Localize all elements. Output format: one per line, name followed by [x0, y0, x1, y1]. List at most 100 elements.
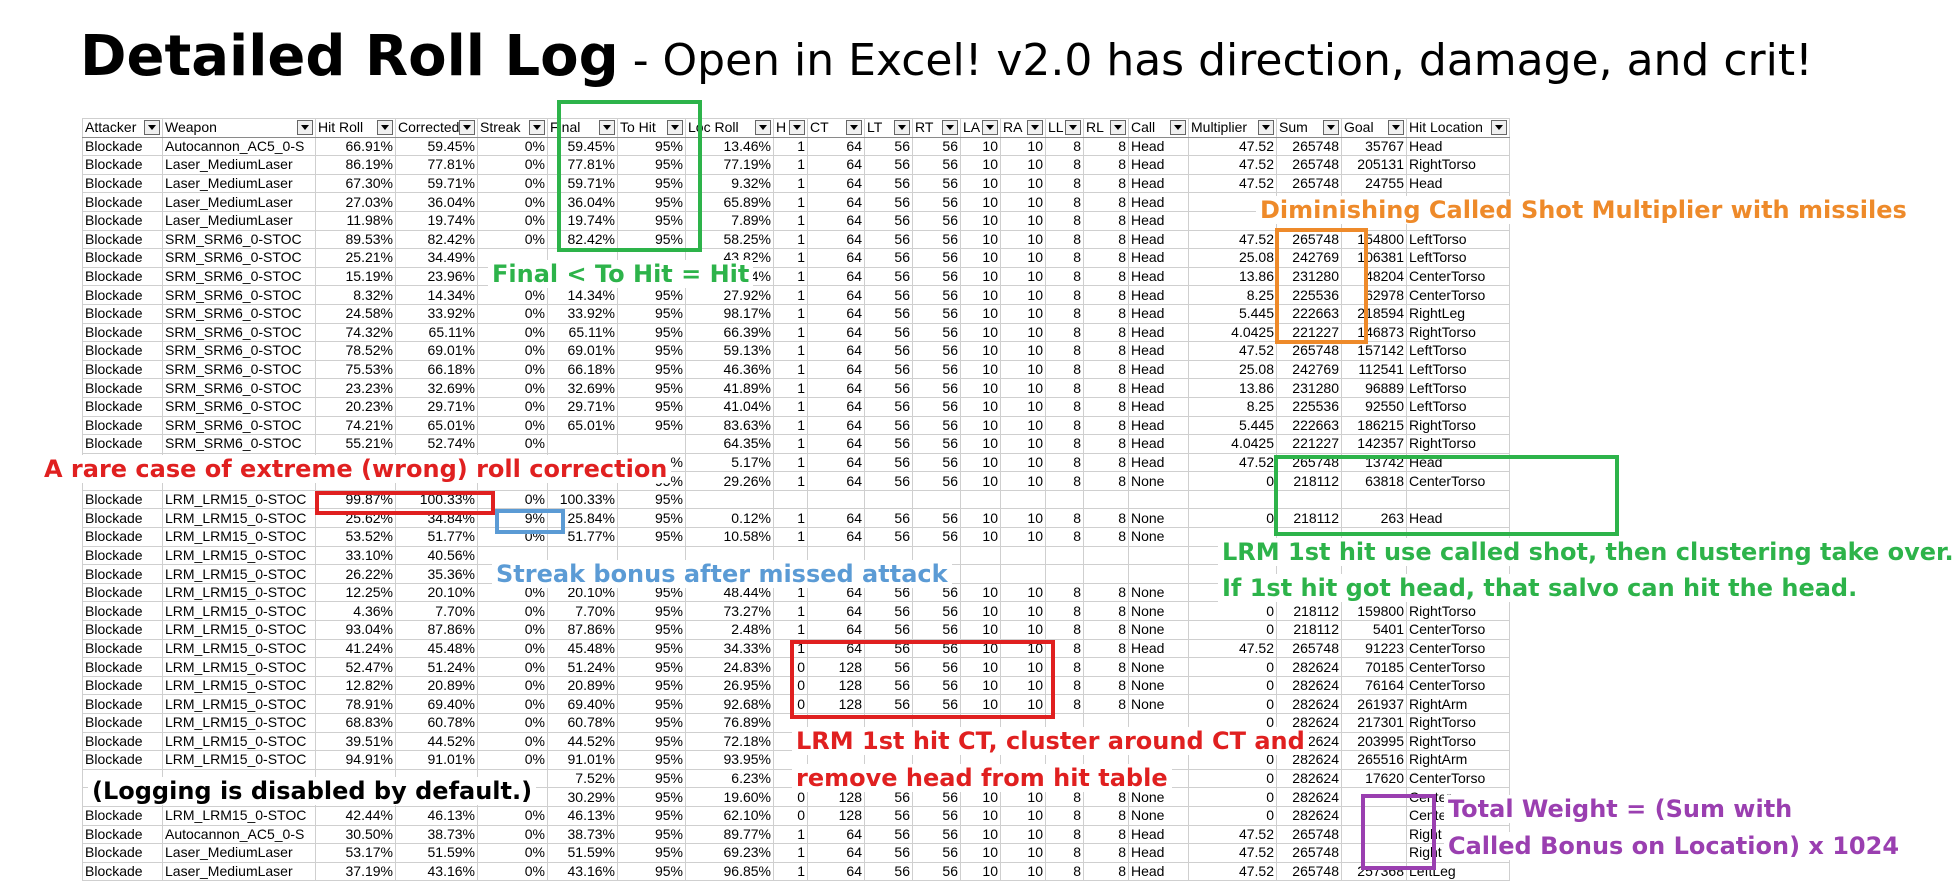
table-cell[interactable]: 64 [807, 341, 865, 361]
table-cell[interactable]: 10 [960, 396, 1001, 417]
table-cell[interactable] [1000, 545, 1046, 566]
table-cell[interactable]: 56 [864, 341, 913, 361]
table-cell[interactable]: 8 [1083, 601, 1129, 622]
table-cell[interactable]: 10 [1000, 285, 1046, 305]
table-cell[interactable]: 82.42% [395, 229, 478, 250]
table-cell[interactable]: LeftTorso [1406, 341, 1510, 361]
table-cell[interactable]: 1 [773, 266, 808, 287]
table-cell[interactable]: 0 [1188, 694, 1277, 714]
table-cell[interactable]: 56 [912, 248, 961, 268]
table-cell[interactable]: 1 [773, 136, 808, 157]
table-cell[interactable]: 23.96% [395, 266, 478, 287]
table-cell[interactable]: 59.45% [395, 136, 478, 157]
table-cell[interactable]: 64 [807, 378, 865, 398]
table-cell[interactable]: 12.82% [315, 675, 396, 696]
table-cell[interactable]: Blockade [82, 564, 163, 584]
table-cell[interactable]: 8 [1083, 452, 1129, 473]
table-cell[interactable]: SRM_SRM6_0-STOC [162, 341, 316, 361]
table-cell[interactable]: 0% [477, 694, 548, 714]
table-cell[interactable]: 10 [1000, 359, 1046, 380]
table-cell[interactable]: 1 [773, 248, 808, 268]
table-cell[interactable]: 95% [617, 527, 686, 547]
table-cell[interactable]: 47.52 [1188, 173, 1277, 194]
table-cell[interactable]: 10 [960, 415, 1001, 436]
table-cell[interactable]: Head [1128, 452, 1189, 473]
table-cell[interactable]: 4.0425 [1188, 434, 1277, 454]
table-cell[interactable]: 242769 [1276, 359, 1342, 380]
table-cell[interactable]: Head [1128, 266, 1189, 287]
table-cell[interactable]: 60.78% [547, 713, 618, 733]
table-cell[interactable]: 56 [864, 359, 913, 380]
table-cell[interactable]: 8 [1083, 192, 1129, 212]
table-cell[interactable]: 10 [1000, 843, 1046, 863]
table-cell[interactable]: 95% [617, 359, 686, 380]
table-cell[interactable]: 10 [1000, 527, 1046, 547]
table-cell[interactable]: 35.36% [395, 564, 478, 584]
table-cell[interactable]: LRM_LRM15_0-STOC [162, 545, 316, 566]
table-cell[interactable]: 46.36% [685, 359, 774, 380]
table-cell[interactable]: Blockade [82, 434, 163, 454]
table-cell[interactable]: 186215 [1341, 415, 1407, 436]
table-cell[interactable]: 0% [477, 824, 548, 845]
table-cell[interactable] [1083, 564, 1129, 584]
table-cell[interactable]: 56 [912, 359, 961, 380]
table-cell[interactable]: 8 [1083, 210, 1129, 231]
table-cell[interactable]: 87.86% [395, 620, 478, 640]
table-cell[interactable] [960, 564, 1001, 584]
table-cell[interactable]: Blockade [82, 192, 163, 212]
table-cell[interactable]: 56 [912, 303, 961, 324]
table-cell[interactable]: 8 [1045, 303, 1084, 324]
table-cell[interactable]: 58.25% [685, 229, 774, 250]
table-cell[interactable]: 62978 [1341, 285, 1407, 305]
table-cell[interactable]: 10 [960, 266, 1001, 287]
filter-dropdown-icon[interactable] [755, 120, 771, 135]
table-cell[interactable]: 10 [960, 471, 1001, 491]
table-cell[interactable]: 8 [1083, 303, 1129, 324]
table-cell[interactable]: 56 [912, 805, 961, 826]
table-cell[interactable]: Blockade [82, 173, 163, 194]
table-cell[interactable]: LRM_LRM15_0-STOC [162, 750, 316, 770]
table-cell[interactable]: 5.445 [1188, 303, 1277, 324]
table-cell[interactable]: 64 [807, 192, 865, 212]
table-cell[interactable]: Laser_MediumLaser [162, 843, 316, 863]
table-cell[interactable]: Head [1128, 248, 1189, 268]
table-cell[interactable]: SRM_SRM6_0-STOC [162, 303, 316, 324]
table-cell[interactable]: 8 [1045, 210, 1084, 231]
table-cell[interactable]: 95% [617, 229, 686, 250]
table-cell[interactable]: 95% [617, 731, 686, 752]
table-cell[interactable]: 64 [807, 173, 865, 194]
table-cell[interactable]: LeftTorso [1406, 248, 1510, 268]
table-cell[interactable]: Autocannon_AC5_0-S [162, 824, 316, 845]
table-cell[interactable]: RightTorso [1406, 155, 1510, 175]
filter-dropdown-icon[interactable] [846, 120, 862, 135]
table-cell[interactable]: 1 [773, 378, 808, 398]
table-cell[interactable]: 95% [617, 824, 686, 845]
table-cell[interactable]: None [1128, 657, 1189, 677]
table-cell[interactable]: 95% [617, 396, 686, 417]
table-cell[interactable]: 0% [477, 322, 548, 343]
table-cell[interactable]: 8 [1083, 471, 1129, 491]
table-cell[interactable]: 8 [1045, 452, 1084, 473]
table-cell[interactable]: RightArm [1406, 750, 1510, 770]
table-cell[interactable]: 32.69% [547, 378, 618, 398]
table-cell[interactable]: 231280 [1276, 266, 1342, 287]
table-cell[interactable]: 0% [477, 396, 548, 417]
table-cell[interactable]: 8 [1045, 359, 1084, 380]
table-cell[interactable]: 64 [807, 359, 865, 380]
table-cell[interactable]: 0.12% [685, 508, 774, 529]
table-cell[interactable]: 1 [773, 434, 808, 454]
table-cell[interactable]: LRM_LRM15_0-STOC [162, 601, 316, 622]
table-cell[interactable]: 95% [617, 657, 686, 677]
table-cell[interactable]: 10 [1000, 452, 1046, 473]
table-cell[interactable]: 8 [1083, 248, 1129, 268]
table-cell[interactable]: Head [1128, 192, 1189, 212]
table-cell[interactable]: Blockade [82, 508, 163, 529]
table-cell[interactable]: 95% [617, 285, 686, 305]
table-cell[interactable]: 56 [864, 601, 913, 622]
table-cell[interactable]: 56 [912, 824, 961, 845]
table-cell[interactable]: CenterTorso [1406, 471, 1510, 491]
table-cell[interactable]: 10 [960, 601, 1001, 622]
table-cell[interactable]: 265748 [1276, 638, 1342, 659]
table-cell[interactable]: CenterTorso [1406, 620, 1510, 640]
table-cell[interactable]: 64 [807, 434, 865, 454]
